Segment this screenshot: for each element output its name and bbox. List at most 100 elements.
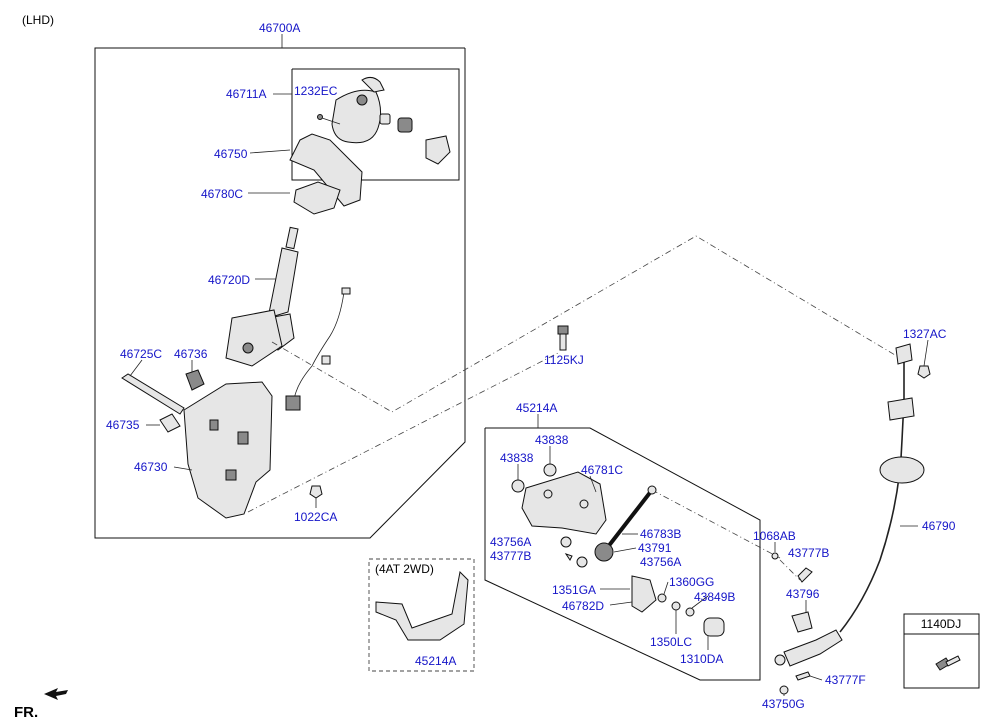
leader-46725C bbox=[129, 359, 143, 377]
cable-end-lower[interactable] bbox=[783, 629, 843, 667]
callout-46720D[interactable]: 46720D bbox=[208, 273, 250, 287]
callout-45214A-bottom[interactable]: 45214A bbox=[415, 654, 456, 668]
leader-1360GG bbox=[663, 581, 669, 595]
callout-43750G[interactable]: 43750G bbox=[762, 697, 805, 711]
callout-46730[interactable]: 46730 bbox=[134, 460, 168, 474]
callout-43838-a[interactable]: 43838 bbox=[500, 451, 534, 465]
cable-bracket-upper[interactable] bbox=[887, 397, 915, 421]
shift-knob-46711A[interactable] bbox=[331, 76, 385, 144]
clip-46736[interactable] bbox=[185, 369, 205, 391]
bracket-hole-2 bbox=[579, 499, 589, 509]
harness-connector-top[interactable] bbox=[341, 287, 351, 295]
shift-cable-46790[interactable] bbox=[839, 356, 905, 633]
switch-assembly-46780C[interactable] bbox=[293, 181, 341, 215]
harness-connector-bottom[interactable] bbox=[285, 395, 301, 411]
callout-46736[interactable]: 46736 bbox=[174, 347, 208, 361]
callout-1351GA[interactable]: 1351GA bbox=[552, 583, 596, 597]
inset-variant-label: (4AT 2WD) bbox=[375, 562, 434, 576]
nut-1022CA[interactable] bbox=[309, 485, 323, 499]
clip-1360GG[interactable] bbox=[657, 593, 667, 603]
callout-46725C[interactable]: 46725C bbox=[120, 347, 162, 361]
bracket-45214A[interactable] bbox=[521, 471, 607, 535]
base-bracket-46730[interactable] bbox=[183, 381, 273, 519]
callout-46780C[interactable]: 46780C bbox=[201, 187, 243, 201]
knob-subframe-46711A bbox=[291, 68, 460, 181]
callout-1232EC[interactable]: 1232EC bbox=[294, 84, 338, 98]
leader-1232EC bbox=[321, 117, 341, 125]
lever-base[interactable] bbox=[225, 309, 283, 367]
wiring-harness bbox=[294, 291, 345, 407]
bolt-46725C[interactable] bbox=[121, 373, 185, 415]
bracket-43796[interactable] bbox=[791, 611, 813, 633]
callout-46782D[interactable]: 46782D bbox=[562, 599, 604, 613]
inset-box bbox=[368, 558, 475, 672]
callout-43756A-b[interactable]: 43756A bbox=[640, 555, 681, 569]
callout-43796[interactable]: 43796 bbox=[786, 587, 820, 601]
part-46735[interactable] bbox=[159, 413, 181, 433]
callout-1022CA[interactable]: 1022CA bbox=[294, 510, 337, 524]
screw-1232EC[interactable] bbox=[317, 114, 323, 120]
washer-43750G[interactable] bbox=[779, 685, 789, 695]
callout-43756A-a[interactable]: 43756A bbox=[490, 535, 531, 549]
callout-1068AB[interactable]: 1068AB bbox=[753, 529, 796, 543]
bushing-43756A-rod[interactable] bbox=[576, 556, 588, 568]
rod-46783B[interactable] bbox=[602, 488, 654, 554]
knob-spring[interactable] bbox=[379, 113, 413, 133]
callout-46783B[interactable]: 46783B bbox=[640, 527, 681, 541]
bracket-hole-1 bbox=[543, 489, 553, 499]
callout-46790[interactable]: 46790 bbox=[922, 519, 956, 533]
clip-43777B-b[interactable] bbox=[797, 567, 813, 583]
cable-grommet[interactable] bbox=[879, 456, 925, 484]
bracket-slot-3 bbox=[225, 469, 237, 481]
callout-46700A[interactable]: 46700A bbox=[259, 21, 300, 35]
cable-eye bbox=[774, 654, 786, 666]
callout-43777B-b[interactable]: 43777B bbox=[788, 546, 829, 560]
nut-1327AC[interactable] bbox=[917, 365, 931, 379]
callout-45214A-top[interactable]: 45214A bbox=[516, 401, 557, 415]
connection-line-cable bbox=[779, 559, 801, 581]
clip-43777B-a[interactable] bbox=[564, 553, 573, 561]
callout-46711A[interactable]: 46711A bbox=[226, 87, 266, 101]
washer-1350LC[interactable] bbox=[671, 601, 681, 611]
callout-43777B-a[interactable]: 43777B bbox=[490, 549, 531, 563]
connection-line-upper bbox=[271, 235, 901, 413]
callout-46750[interactable]: 46750 bbox=[214, 147, 248, 161]
bushing-43838-a[interactable] bbox=[511, 479, 525, 493]
callout-43838-b[interactable]: 43838 bbox=[535, 433, 569, 447]
callout-1310DA[interactable]: 1310DA bbox=[680, 652, 723, 666]
callout-43791[interactable]: 43791 bbox=[638, 541, 672, 555]
bushing-43791[interactable] bbox=[594, 542, 614, 562]
callout-46781C[interactable]: 46781C bbox=[581, 463, 623, 477]
clip-1068AB[interactable] bbox=[771, 552, 779, 560]
inset-bracket-45214A[interactable] bbox=[375, 570, 469, 641]
washer-43849B[interactable] bbox=[685, 607, 695, 617]
legend-bolt-icon bbox=[935, 655, 961, 671]
callout-1327AC[interactable]: 1327AC bbox=[903, 327, 947, 341]
bushing-43838-b[interactable] bbox=[543, 463, 557, 477]
legend-part-number: 1140DJ bbox=[921, 617, 961, 631]
bushing-1310DA[interactable] bbox=[703, 617, 725, 637]
callout-43777F[interactable]: 43777F bbox=[825, 673, 866, 687]
indicator-panel-46750[interactable] bbox=[289, 133, 363, 207]
clip-43777F[interactable] bbox=[795, 671, 811, 681]
front-arrow-icon bbox=[44, 688, 68, 700]
callout-1125KJ[interactable]: 1125KJ bbox=[544, 353, 584, 367]
leader-1327AC bbox=[923, 339, 929, 367]
bracket-slot-2 bbox=[209, 419, 219, 431]
knob-bracket[interactable] bbox=[425, 135, 451, 165]
callout-1350LC[interactable]: 1350LC bbox=[650, 635, 692, 649]
bolt-1125KJ[interactable] bbox=[557, 325, 569, 351]
callout-1360GG[interactable]: 1360GG bbox=[669, 575, 714, 589]
harness-clip[interactable] bbox=[321, 355, 331, 365]
callout-46735[interactable]: 46735 bbox=[106, 418, 140, 432]
assembly-frame-46700A bbox=[94, 47, 466, 539]
cable-end-46782D[interactable] bbox=[631, 575, 657, 613]
leader-43849B bbox=[691, 595, 709, 609]
bushing-43756A-a[interactable] bbox=[560, 536, 572, 548]
callout-labels: 46700A 46711A 1232EC 46750 46780C 46720D… bbox=[106, 21, 956, 711]
callout-43849B[interactable]: 43849B bbox=[694, 590, 735, 604]
leader-43791 bbox=[613, 547, 637, 553]
cable-end-upper[interactable] bbox=[895, 343, 913, 365]
